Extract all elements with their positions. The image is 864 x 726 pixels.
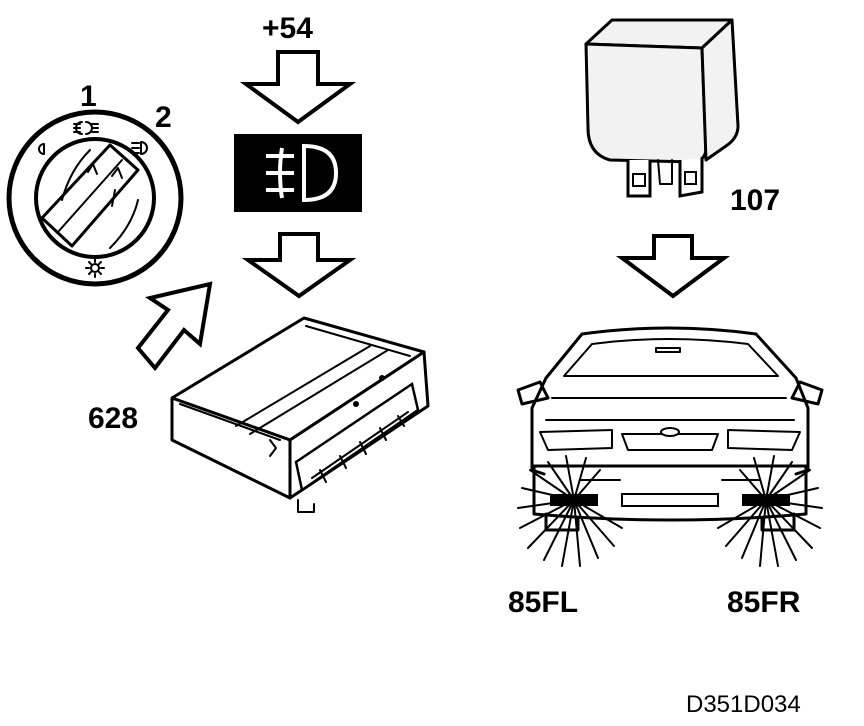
fog-lamp-right-label: 85FR [727,586,801,619]
headlight-symbol-icon [131,141,148,155]
fog-lamp-right-rays [717,455,823,567]
drawing-reference: D351D034 [686,691,801,718]
control-module-label: 628 [88,402,138,435]
arrow-switch-to-module [135,281,213,372]
fog-lamp-indicator [234,134,362,212]
arrow-indicator-to-module [241,232,357,299]
power-feed-label: +54 [262,12,313,45]
control-module-628 [170,316,430,513]
fog-lamp-left-label: 85FL [508,586,578,619]
arrow-relay-to-car [615,234,731,299]
fog-lamp-left-rays [517,455,623,567]
relay-label: 107 [730,184,780,217]
light-switch-knob [6,109,184,287]
fog-light-symbol-icon [73,121,99,135]
arrow-feed-to-indicator [239,50,357,125]
panel-light-symbol-icon [85,258,105,278]
switch-position-2-label: 2 [155,101,172,134]
fog-lamp-relay-107 [584,18,740,198]
switch-position-1-label: 1 [80,80,97,113]
front-fog-lamp-icon [266,143,339,203]
car-front-view [516,326,824,532]
parking-light-symbol-icon [38,143,45,155]
